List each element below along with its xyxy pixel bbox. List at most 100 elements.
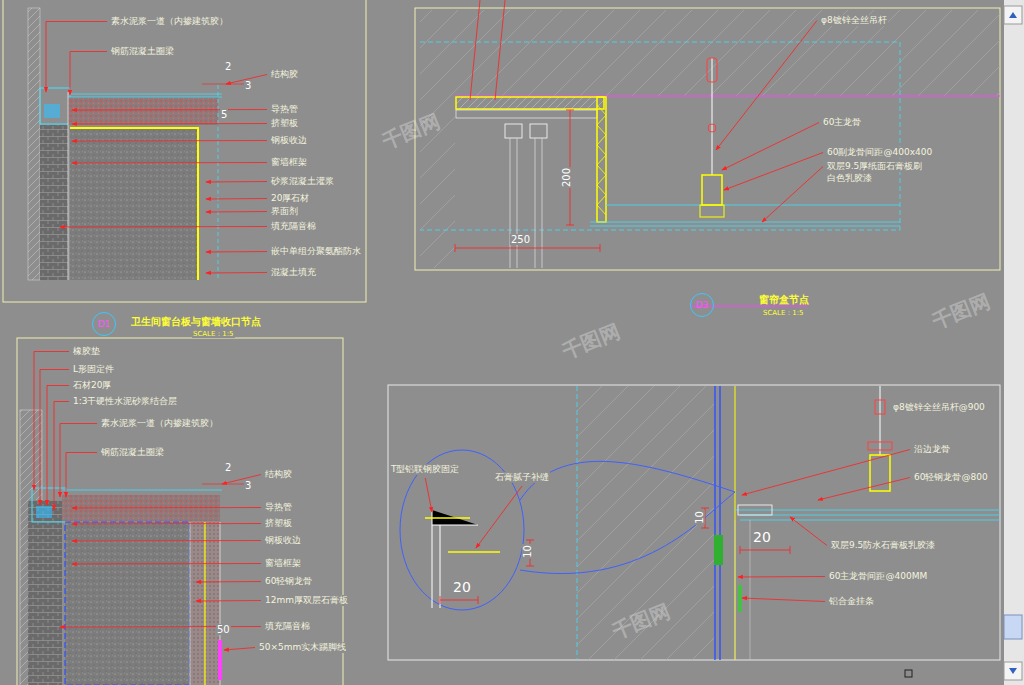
leader-line <box>60 226 267 228</box>
callout-label: 石材20厚 <box>72 380 112 391</box>
scrollbar-part <box>1004 615 1022 639</box>
scrollbar-part <box>1009 12 1017 18</box>
section-top-left-part <box>68 94 222 97</box>
dimension-number: 3 <box>244 80 252 91</box>
leader-line <box>742 598 825 602</box>
section-ceiling-edge-part <box>740 546 790 554</box>
section-top-left-part <box>70 128 197 280</box>
section-curtain-box-part <box>420 42 900 230</box>
section-top-left-part <box>40 125 68 280</box>
scrollbar-part <box>1009 668 1017 674</box>
callout-label: 导热管 <box>264 502 293 513</box>
dimension-number: 5 <box>220 109 228 120</box>
section-curtain-box-part <box>590 205 900 226</box>
dimension-number: 10 <box>694 510 705 525</box>
callout-label: 钢筋混凝土圈梁 <box>110 46 175 57</box>
section-ceiling-edge-part <box>739 585 742 612</box>
section-bottom-left-part <box>65 522 190 685</box>
section-bottom-left-part <box>204 522 205 685</box>
section-top-left-part <box>68 92 69 280</box>
section-curtain-box-part <box>707 58 717 82</box>
section-bottom-left-part <box>28 500 62 685</box>
dimension-number: 250 <box>510 234 531 245</box>
section-bottom-left-part <box>36 506 52 518</box>
detail-marker: D3 <box>690 293 714 317</box>
section-curtain-box-part <box>456 97 604 109</box>
dimension-number: 50 <box>216 624 231 635</box>
callout-label: 界面剂 <box>270 206 299 217</box>
scrollbar-part <box>1004 662 1022 680</box>
leader-line <box>72 507 261 509</box>
callout-label: T型铝联钢胶固定 <box>390 464 461 475</box>
leader-line <box>196 581 261 583</box>
watermark: 千图网 <box>378 109 444 153</box>
leader-line <box>762 167 823 223</box>
callout-label: 填充隔音棉 <box>264 621 311 632</box>
callout-label: 导热管 <box>270 104 299 115</box>
section-curtain-box-part <box>700 205 724 217</box>
leader-line <box>72 140 267 142</box>
leader-line <box>224 648 255 651</box>
dimension-number: 2 <box>224 462 232 473</box>
leader-line <box>206 251 267 253</box>
callout-label: 20厚石材 <box>270 193 310 204</box>
section-bottom-left <box>17 338 343 685</box>
leader-line <box>738 576 825 578</box>
scrollbar <box>905 0 1024 685</box>
section-ceiling-edge <box>388 385 1000 660</box>
section-top-left-part <box>70 128 198 280</box>
leader-line <box>60 626 261 628</box>
leader-line <box>425 478 432 512</box>
dimension-number: 3 <box>244 480 252 491</box>
leader-line <box>46 22 107 93</box>
section-ceiling-edge-part <box>715 386 720 660</box>
leader-line <box>742 450 910 496</box>
callout-label: 窗墙框架 <box>264 558 302 569</box>
leader-line <box>72 540 261 542</box>
section-ceiling-edge-part <box>577 386 715 660</box>
callout-label: L形固定件 <box>72 364 115 375</box>
leader-line <box>206 211 267 213</box>
section-curtain-box-part <box>510 138 542 268</box>
leader-line <box>722 123 819 171</box>
section-top-left-part <box>44 104 60 118</box>
leader-line <box>206 198 267 200</box>
detail-number: D3 <box>696 300 709 310</box>
leader-line <box>206 272 267 274</box>
section-curtain-box-part <box>505 124 522 138</box>
scale-note: SCALE : 1:5 <box>762 309 805 317</box>
dimension-number: 2 <box>224 61 232 72</box>
section-bottom-left-part <box>218 640 222 680</box>
callout-label: 60主龙骨 <box>822 117 862 128</box>
section-ceiling-edge-part <box>870 455 890 491</box>
scrollbar-part <box>905 670 912 677</box>
callout-label: 砂浆混凝土灌浆 <box>270 176 335 187</box>
leader-line <box>70 52 107 96</box>
section-ceiling-edge-part <box>875 400 885 414</box>
section-top-left-part <box>28 8 40 280</box>
section-curtain-box-part <box>702 175 722 205</box>
callout-label: 嵌中单组分聚氨酯防水 <box>270 246 362 257</box>
callout-label: 钢筋混凝土圈梁 <box>100 447 165 458</box>
leader-line <box>206 181 267 183</box>
scale-note: SCALE : 1:5 <box>192 330 235 338</box>
section-ceiling-edge-part <box>714 535 723 565</box>
callout-label: 60轻钢龙骨@800 <box>913 472 989 483</box>
section-curtain-box-part <box>530 124 547 138</box>
detail-title: 窗帘盒节点 <box>758 294 810 305</box>
callout-label: φ8镀锌全丝吊杆@900 <box>892 402 986 413</box>
section-ceiling-edge-part <box>440 596 478 604</box>
section-ceiling-edge-part <box>738 505 772 515</box>
section-curtain-box-part <box>708 124 716 132</box>
section-top-left-part <box>40 88 70 124</box>
section-bottom-left-part <box>17 338 343 685</box>
dimension-number: 20 <box>752 530 772 545</box>
callout-label: 60主龙骨间距@400MM <box>828 571 928 582</box>
callout-label: 钢板收边 <box>264 535 302 546</box>
section-bottom-left-part <box>62 490 222 491</box>
callout-label: 钢板收边 <box>270 135 308 146</box>
section-ceiling-edge-part <box>432 510 478 608</box>
watermark: 千图网 <box>558 319 624 363</box>
callout-label: 挤塑板 <box>264 518 293 529</box>
